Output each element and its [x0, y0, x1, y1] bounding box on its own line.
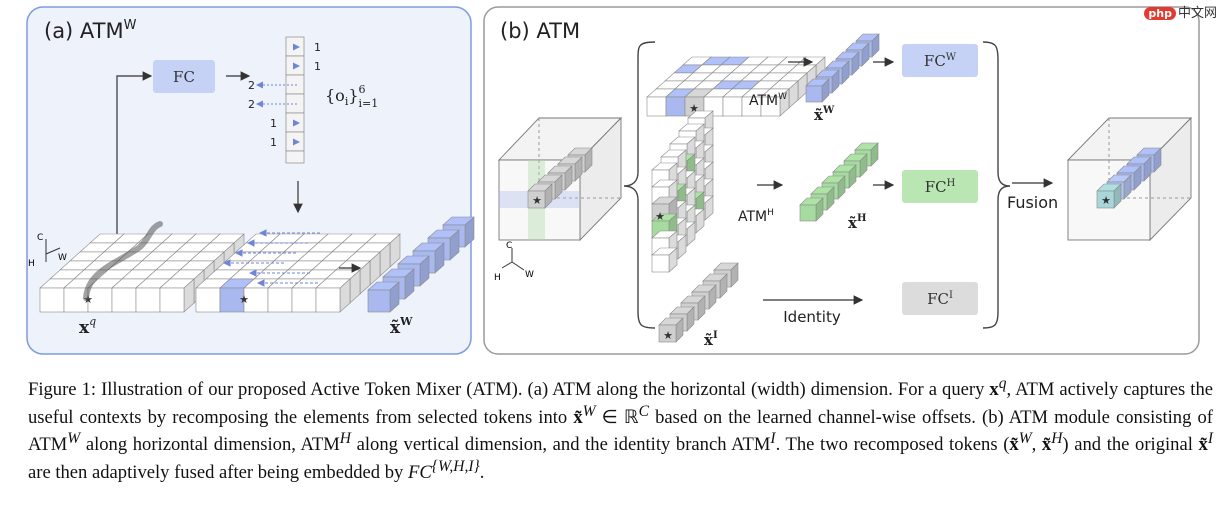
panel-a-to-fc-connector [116, 71, 153, 250]
xi-token: ★ [658, 262, 739, 343]
query-star-icon: ★ [239, 293, 249, 306]
input-cube: ★ [497, 116, 623, 242]
atm-w-cell [760, 88, 790, 117]
output-token-element [1096, 183, 1122, 209]
svg-text:C: C [506, 241, 512, 251]
fc-w-box [902, 44, 978, 77]
fusion-label: Fusion [1007, 193, 1058, 212]
token-element [367, 281, 400, 313]
xi-element [669, 306, 695, 332]
offset-value: 1 [270, 117, 277, 130]
input-grid-cell [159, 278, 195, 313]
xi-label: x̃I [704, 330, 718, 349]
output-cube: ★ [1066, 116, 1193, 242]
fc-h-box [902, 170, 978, 203]
offset-grid-cell [315, 278, 351, 313]
xw-token [805, 33, 880, 103]
fusion-brace [982, 41, 1011, 329]
output-star-icon: ★ [1101, 194, 1111, 207]
xq-label: xq [79, 315, 96, 338]
xi-element [658, 317, 684, 343]
offset-value: 1 [314, 41, 321, 54]
figure-caption: Figure 1: Illustration of our proposed A… [28, 375, 1213, 483]
svg-text:W: W [58, 253, 67, 263]
offset-value: 1 [314, 60, 321, 73]
fc-i-box [902, 282, 978, 315]
atm-w-label: ATMW [749, 92, 787, 109]
panel-a-axes: C H W [28, 233, 67, 269]
xw-element [805, 78, 830, 103]
offset-cell [285, 150, 305, 164]
offset-value: 2 [248, 98, 255, 111]
query-star-icon: ★ [663, 329, 673, 342]
atm-h-label: ATMH [738, 208, 774, 225]
fc-i-label: FCI [927, 290, 953, 308]
input-grid-cell [111, 278, 147, 313]
panel-a-fc-box [153, 60, 215, 93]
offset-cell [285, 55, 305, 76]
panel-a-fc-label: FC [173, 68, 195, 86]
offset-column: 1 1 2 2 1 1 [248, 36, 321, 164]
offset-value: 2 [248, 79, 255, 92]
panel-a-output-token [367, 216, 475, 313]
fc-h-label: FCH [925, 178, 956, 196]
atm-h-cell [651, 247, 678, 273]
fc-w-label: FCW [924, 52, 957, 70]
panel-b-title: (b) ATM [500, 19, 580, 43]
offset-cell [285, 36, 305, 57]
panel-a-curve [83, 221, 163, 301]
atm-h-grid: ★ [651, 110, 714, 273]
xh-label: x̃H [848, 213, 866, 232]
xw-label-b: x̃W [814, 105, 835, 124]
svg-text:H: H [28, 259, 35, 269]
svg-text:W: W [525, 270, 534, 280]
panel-a-title: (a) ATMW [44, 18, 137, 43]
xh-element [799, 197, 824, 222]
branch-brace [623, 41, 656, 329]
offset-cell [285, 131, 305, 152]
query-star-icon: ★ [689, 102, 699, 115]
xh-token [799, 142, 879, 222]
query-star-icon: ★ [655, 210, 665, 223]
svg-text:C: C [37, 233, 43, 243]
panel-b-axes: C H W [494, 241, 534, 283]
offset-cell [285, 112, 305, 133]
panel-a-input-grid: ★ [39, 233, 245, 313]
svg-text:H: H [494, 273, 501, 283]
offset-value: 1 [270, 136, 277, 149]
identity-label: Identity [783, 308, 841, 326]
xw-label-a: x̃W [390, 315, 413, 338]
input-token-element [527, 183, 553, 209]
query-star-icon: ★ [532, 194, 542, 207]
